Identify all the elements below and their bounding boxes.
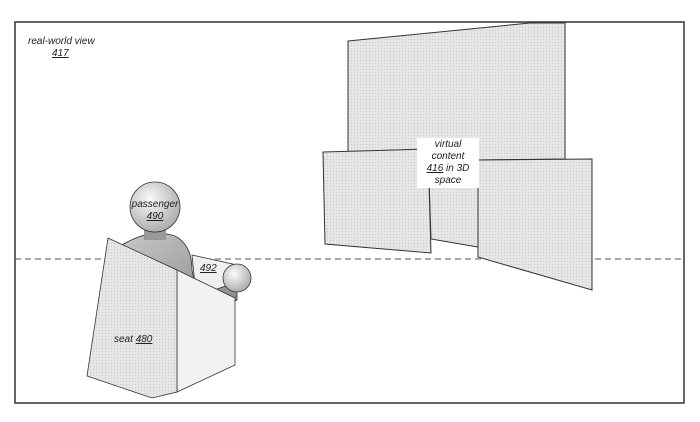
passenger-label: passenger 490 — [128, 199, 182, 223]
seat-front-panel — [86, 237, 178, 399]
real-world-view-label: real-world view 417 — [28, 36, 95, 59]
left-panel — [322, 148, 432, 254]
passenger-arm-hand — [222, 263, 252, 293]
seat-label: seat 480 — [114, 334, 153, 345]
passenger-head — [129, 181, 181, 233]
passenger-seat-figure — [86, 181, 252, 399]
right-panel — [477, 158, 593, 291]
view-frame — [14, 21, 685, 404]
seat-ref: 480 — [135, 334, 153, 345]
real-world-view-ref: 417 — [52, 48, 69, 59]
passenger-ref: 490 — [146, 211, 164, 222]
armrest-ref: 492 — [200, 263, 217, 274]
virtual-content-label: virtual content 416 in 3D space — [417, 138, 479, 188]
virtual-content-ref: 416 — [426, 163, 444, 174]
virtual-content-panels — [322, 22, 593, 291]
